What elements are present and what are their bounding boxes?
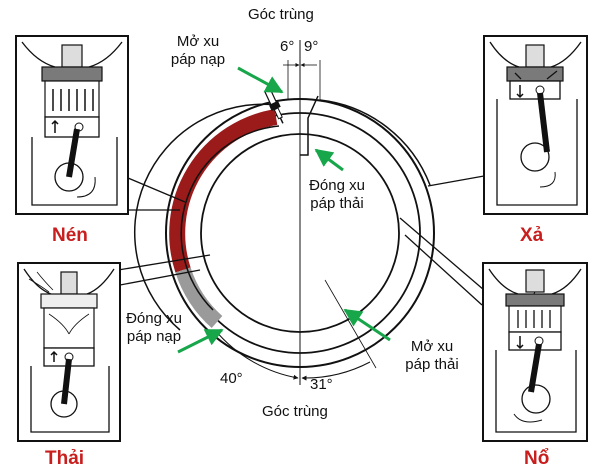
engine-illustration xyxy=(23,268,115,433)
compression-band xyxy=(169,109,278,273)
angle-6-label: 6° xyxy=(280,38,295,55)
engine-illustration xyxy=(21,41,123,206)
engine-panel-compression xyxy=(15,35,129,215)
angle-31-label: 31° xyxy=(310,376,333,393)
angle-9-label: 9° xyxy=(304,38,319,55)
stroke-label-compression: Nén xyxy=(52,225,88,246)
stroke-label-power: Nổ xyxy=(524,448,550,469)
engine-illustration xyxy=(489,41,582,206)
spark-plug-icon xyxy=(61,44,83,68)
angle-40-label: 40° xyxy=(220,370,243,387)
spark-plug-icon xyxy=(525,44,545,68)
stroke-label-exhaust: Xả xyxy=(520,225,544,246)
overlap-bottom-label: Góc trùng xyxy=(262,403,328,420)
green-arrow-icon xyxy=(237,66,284,94)
overlap-top-label: Góc trùng xyxy=(248,6,314,23)
engine-panel-power xyxy=(482,262,588,442)
intake-band-tail xyxy=(175,267,223,328)
engine-panel-exhaust xyxy=(483,35,588,215)
intake-open-label: Mở xu páp nạp xyxy=(170,33,226,68)
engine-illustration xyxy=(488,268,582,433)
green-arrow-icon xyxy=(177,328,224,354)
green-arrow-icon xyxy=(343,308,391,342)
spark-plug-icon xyxy=(525,269,545,293)
exhaust-close-label: Đóng xu páp thải xyxy=(309,177,365,212)
spark-plug-icon xyxy=(264,88,284,124)
spark-plug-icon xyxy=(60,271,78,295)
intake-close-label: Đóng xu páp nạp xyxy=(126,310,182,345)
exhaust-open-label: Mở xu páp thải xyxy=(405,338,459,373)
stroke-label-intake: Thải xyxy=(45,448,85,469)
green-arrow-icon xyxy=(314,148,344,172)
engine-panel-intake xyxy=(17,262,121,442)
